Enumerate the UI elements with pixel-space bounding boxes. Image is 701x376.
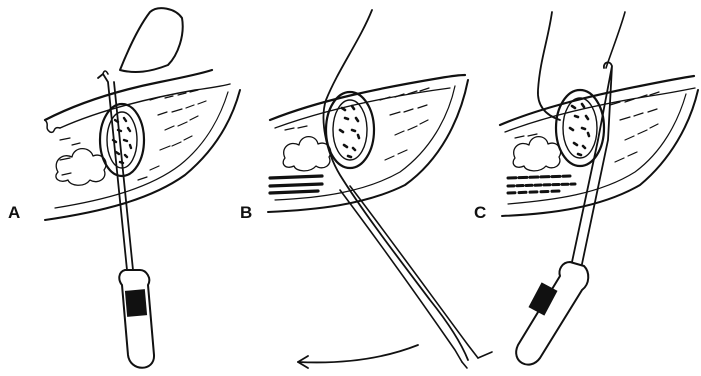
- panel-b-hatching: [285, 88, 429, 160]
- panel-b-dark-strands: [270, 176, 322, 193]
- panel-a-finger: [120, 8, 183, 72]
- panel-b-arrow: [298, 345, 418, 362]
- panel-a-instrument: [98, 74, 133, 270]
- panel-c-cloud: [513, 137, 560, 171]
- panel-a-skin-line-2: [60, 84, 230, 128]
- panel-c-hatching: [515, 92, 659, 162]
- panel-label-a: A: [8, 203, 20, 223]
- panel-c-wire: [538, 12, 560, 120]
- panel-label-b: B: [240, 203, 252, 223]
- panel-b-sheath: [340, 186, 478, 362]
- panel-c-drawing: [500, 12, 698, 365]
- panel-label-c: C: [474, 203, 486, 223]
- panel-b-nodule-texture: [340, 106, 359, 157]
- panel-b-drawing: [268, 10, 492, 368]
- panel-b-wire: [324, 10, 468, 360]
- panel-b-nodule-inner: [333, 100, 367, 160]
- panel-a-grip: [125, 289, 147, 317]
- panel-a-skin-line: [45, 70, 212, 120]
- panel-a-tissue-curve-2: [55, 92, 228, 208]
- panel-b-skin-line: [270, 75, 465, 120]
- panel-c-dark-strands: [508, 176, 575, 193]
- panel-a-edge: [45, 120, 60, 132]
- panel-c-nodule-inner: [563, 98, 597, 158]
- panel-a-drawing: [45, 8, 240, 368]
- panel-a-cloud: [56, 149, 106, 186]
- panel-b-cloud: [283, 137, 330, 171]
